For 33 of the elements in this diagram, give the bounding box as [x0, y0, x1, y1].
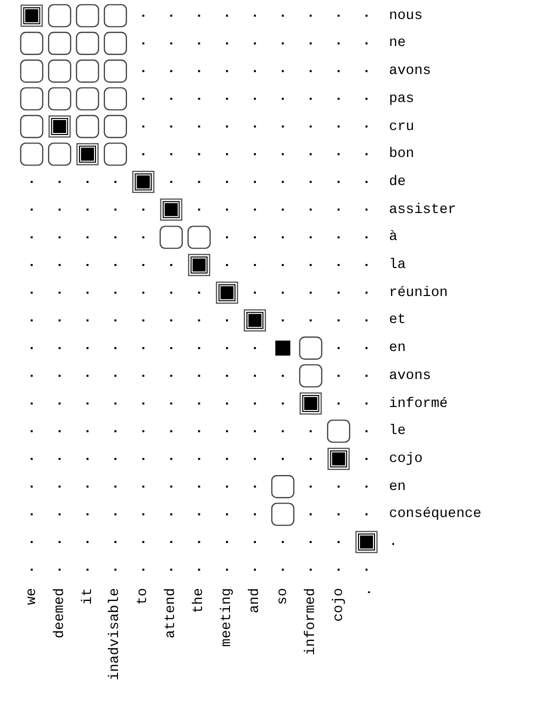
french-word-label: . [389, 534, 398, 550]
english-word-label: so [274, 588, 291, 605]
english-word-label: and [246, 588, 263, 614]
french-word-label: assister [389, 202, 456, 218]
english-word-label: we [24, 588, 40, 605]
french-word-label: de [389, 174, 406, 190]
french-word-label: informé [389, 396, 448, 412]
english-word-label: . [358, 588, 374, 596]
french-word-label: et [389, 312, 406, 328]
english-word-label: to [135, 588, 152, 605]
french-word-label: avons [389, 63, 432, 80]
french-word-label: ne [389, 35, 406, 52]
english-word-label: cojo [330, 588, 347, 622]
french-word-label: conséquence [389, 506, 482, 522]
french-word-label: pas [389, 90, 414, 107]
french-word-label: à [389, 229, 398, 246]
english-word-label: attend [163, 588, 180, 638]
french-word-label: en [389, 478, 406, 495]
french-word-label: bon [389, 146, 414, 162]
french-word-label: avons [389, 368, 432, 384]
french-word-label: le [389, 423, 406, 440]
french-word-label: cru [389, 118, 414, 134]
french-word-label: cojo [389, 450, 423, 467]
english-word-label: the [191, 588, 208, 614]
french-word-label: nous [389, 8, 423, 24]
english-word-label: informed [302, 588, 319, 656]
english-word-label: deemed [52, 588, 68, 638]
french-word-label: réunion [389, 284, 448, 301]
english-word-label: inadvisable [107, 588, 124, 680]
english-word-label: it [80, 588, 96, 605]
french-word-label: la [389, 257, 406, 273]
french-word-label: en [389, 340, 406, 356]
english-word-label: meeting [219, 588, 235, 647]
